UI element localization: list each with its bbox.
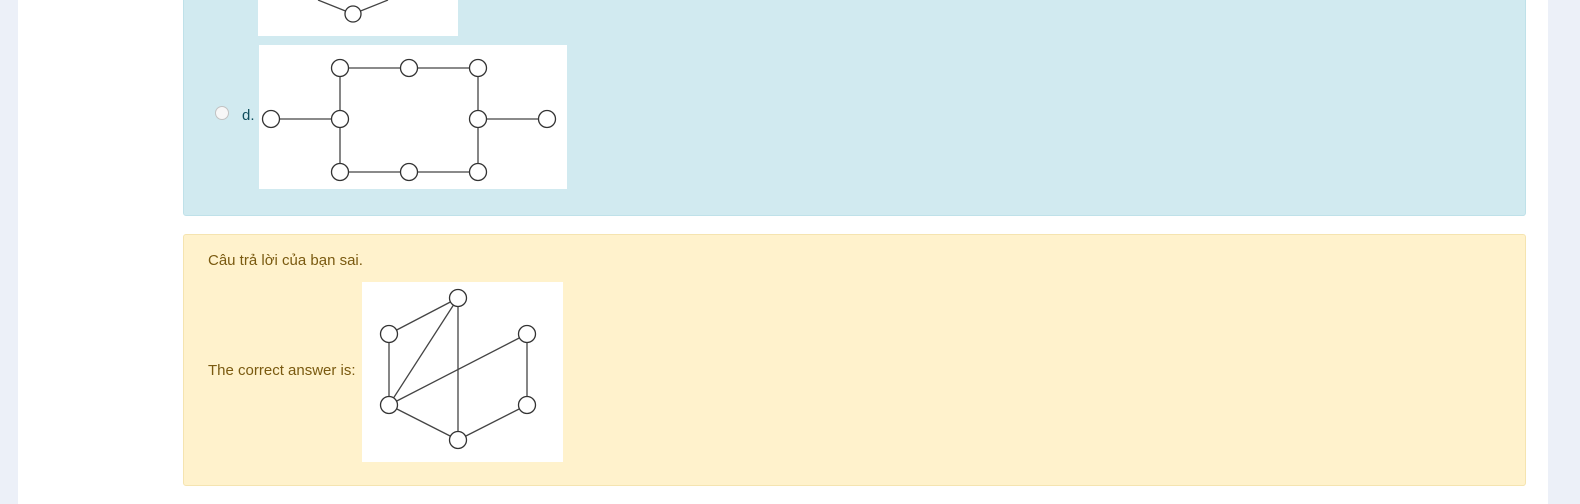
correct-answer-graph-image: [362, 282, 563, 462]
incorrect-answer-message: Câu trả lời của bạn sai.: [208, 252, 363, 269]
option-d-graph-image: [259, 45, 567, 189]
correct-answer-label: The correct answer is:: [208, 362, 356, 379]
option-c-graph-image: [258, 0, 458, 36]
option-d-radio[interactable]: [215, 106, 229, 120]
option-d-label[interactable]: d.: [242, 107, 255, 124]
